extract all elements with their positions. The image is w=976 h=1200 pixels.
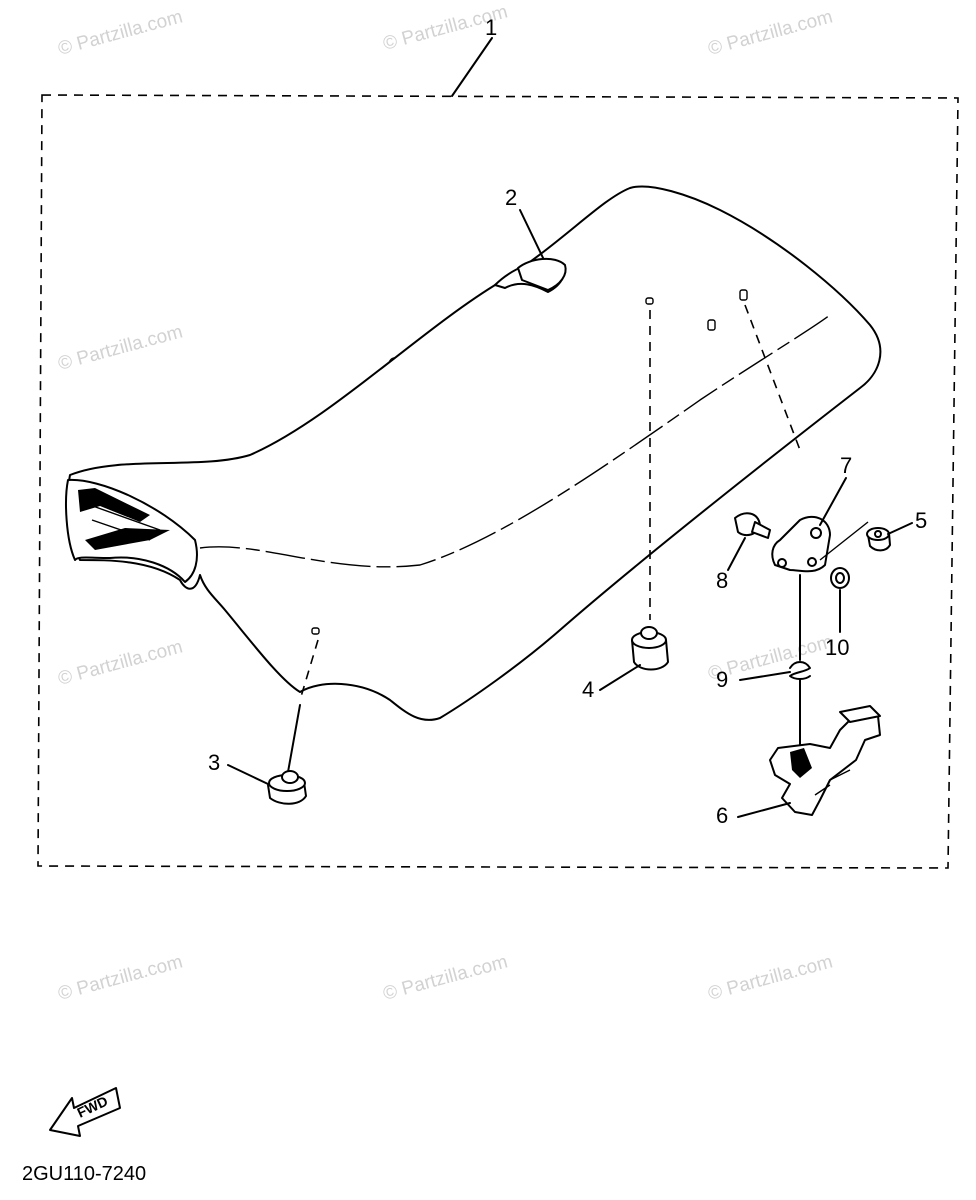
watermark: © Partzilla.com [56, 636, 185, 689]
part-8-bolt[interactable] [734, 512, 771, 539]
callout-2[interactable]: 2 [505, 185, 517, 210]
watermark: © Partzilla.com [381, 951, 510, 1004]
watermark: © Partzilla.com [706, 951, 835, 1004]
watermark: © Partzilla.com [56, 6, 185, 59]
seat-trim-line [199, 314, 831, 568]
seat-shadow-2 [85, 528, 170, 550]
assembly-line-5 [819, 521, 869, 561]
part-2-bracket[interactable] [517, 257, 567, 291]
leader-7 [819, 477, 847, 526]
assembly-line-3 [299, 639, 319, 701]
assembly-line-7 [744, 304, 801, 451]
leader-6 [737, 802, 791, 818]
leader-4 [599, 664, 641, 691]
part-9-spring[interactable] [789, 661, 811, 680]
callout-10[interactable]: 10 [825, 635, 849, 660]
assembly-boundary [37, 94, 959, 869]
leader-5 [887, 522, 913, 535]
callout-1[interactable]: 1 [485, 15, 497, 40]
callout-3[interactable]: 3 [208, 750, 220, 775]
leader-3 [227, 764, 269, 785]
leader-9 [739, 671, 791, 681]
watermark: © Partzilla.com [706, 6, 835, 59]
slot [645, 297, 654, 305]
part-3-damper[interactable] [267, 770, 307, 805]
part-4-damper[interactable] [631, 626, 669, 671]
callout-5[interactable]: 5 [915, 508, 927, 533]
slot [311, 627, 320, 635]
leader-2 [519, 209, 546, 263]
diagram-code: 2GU110-7240 [22, 1163, 146, 1185]
seat[interactable] [65, 185, 882, 721]
leader-8 [727, 537, 746, 571]
callout-6[interactable]: 6 [716, 803, 728, 828]
slot [739, 289, 748, 301]
watermark: © Partzilla.com [56, 321, 185, 374]
leader-3-up [287, 704, 301, 773]
leader-1 [451, 37, 493, 97]
callout-8[interactable]: 8 [716, 568, 728, 593]
slot [707, 319, 716, 331]
callout-9[interactable]: 9 [716, 667, 728, 692]
callout-7[interactable]: 7 [840, 453, 852, 478]
watermark: © Partzilla.com [56, 951, 185, 1004]
seat-shadow-1 [78, 488, 150, 522]
lock-shadow [790, 748, 812, 778]
part-10-washer[interactable] [830, 567, 850, 589]
part-7-bracket[interactable] [771, 515, 831, 573]
part-5-nut[interactable] [866, 527, 891, 552]
callout-4[interactable]: 4 [582, 677, 594, 702]
forward-arrow-icon: FWD [49, 1087, 121, 1137]
seat-inner-lines [89, 504, 161, 541]
part-6-seat-lock[interactable] [769, 705, 881, 816]
